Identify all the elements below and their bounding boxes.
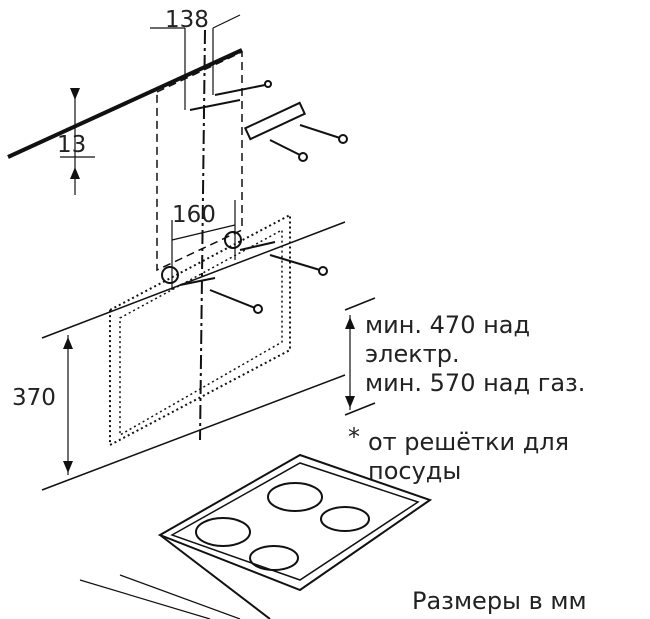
burner (320, 506, 370, 532)
arrow-icon (345, 396, 355, 408)
bracket-hook-right (224, 231, 242, 249)
dimension-370: 370 (12, 385, 56, 411)
burner (249, 545, 299, 571)
wall-bracket-top (243, 101, 307, 141)
burner (267, 482, 323, 512)
arrow-icon (63, 461, 73, 473)
wall-line-top (41, 221, 346, 339)
dimension-13: 13 (57, 132, 86, 158)
note-asterisk: * (348, 423, 360, 451)
burner (195, 517, 251, 547)
arrow-icon (63, 337, 73, 349)
wall-line-bottom (41, 374, 346, 491)
note-from-grate-2: посуды (368, 457, 461, 485)
dimension-160: 160 (172, 202, 216, 228)
ceiling-line (7, 48, 243, 159)
cooktop (79, 453, 433, 619)
dimension-138: 138 (165, 7, 209, 33)
arrow-icon (70, 88, 80, 100)
arrow-icon (345, 317, 355, 329)
bracket-hook-left (161, 266, 179, 284)
center-axis (199, 29, 206, 441)
screws (179, 80, 348, 314)
units-caption: Размеры в мм (412, 587, 587, 615)
note-min-gas: мин. 570 над газ. (365, 369, 585, 397)
arrow-icon (70, 167, 80, 179)
note-min-electric-2: электр. (365, 340, 460, 368)
note-min-electric-1: мин. 470 над (365, 311, 530, 339)
note-from-grate-1: от решётки для (368, 428, 569, 456)
